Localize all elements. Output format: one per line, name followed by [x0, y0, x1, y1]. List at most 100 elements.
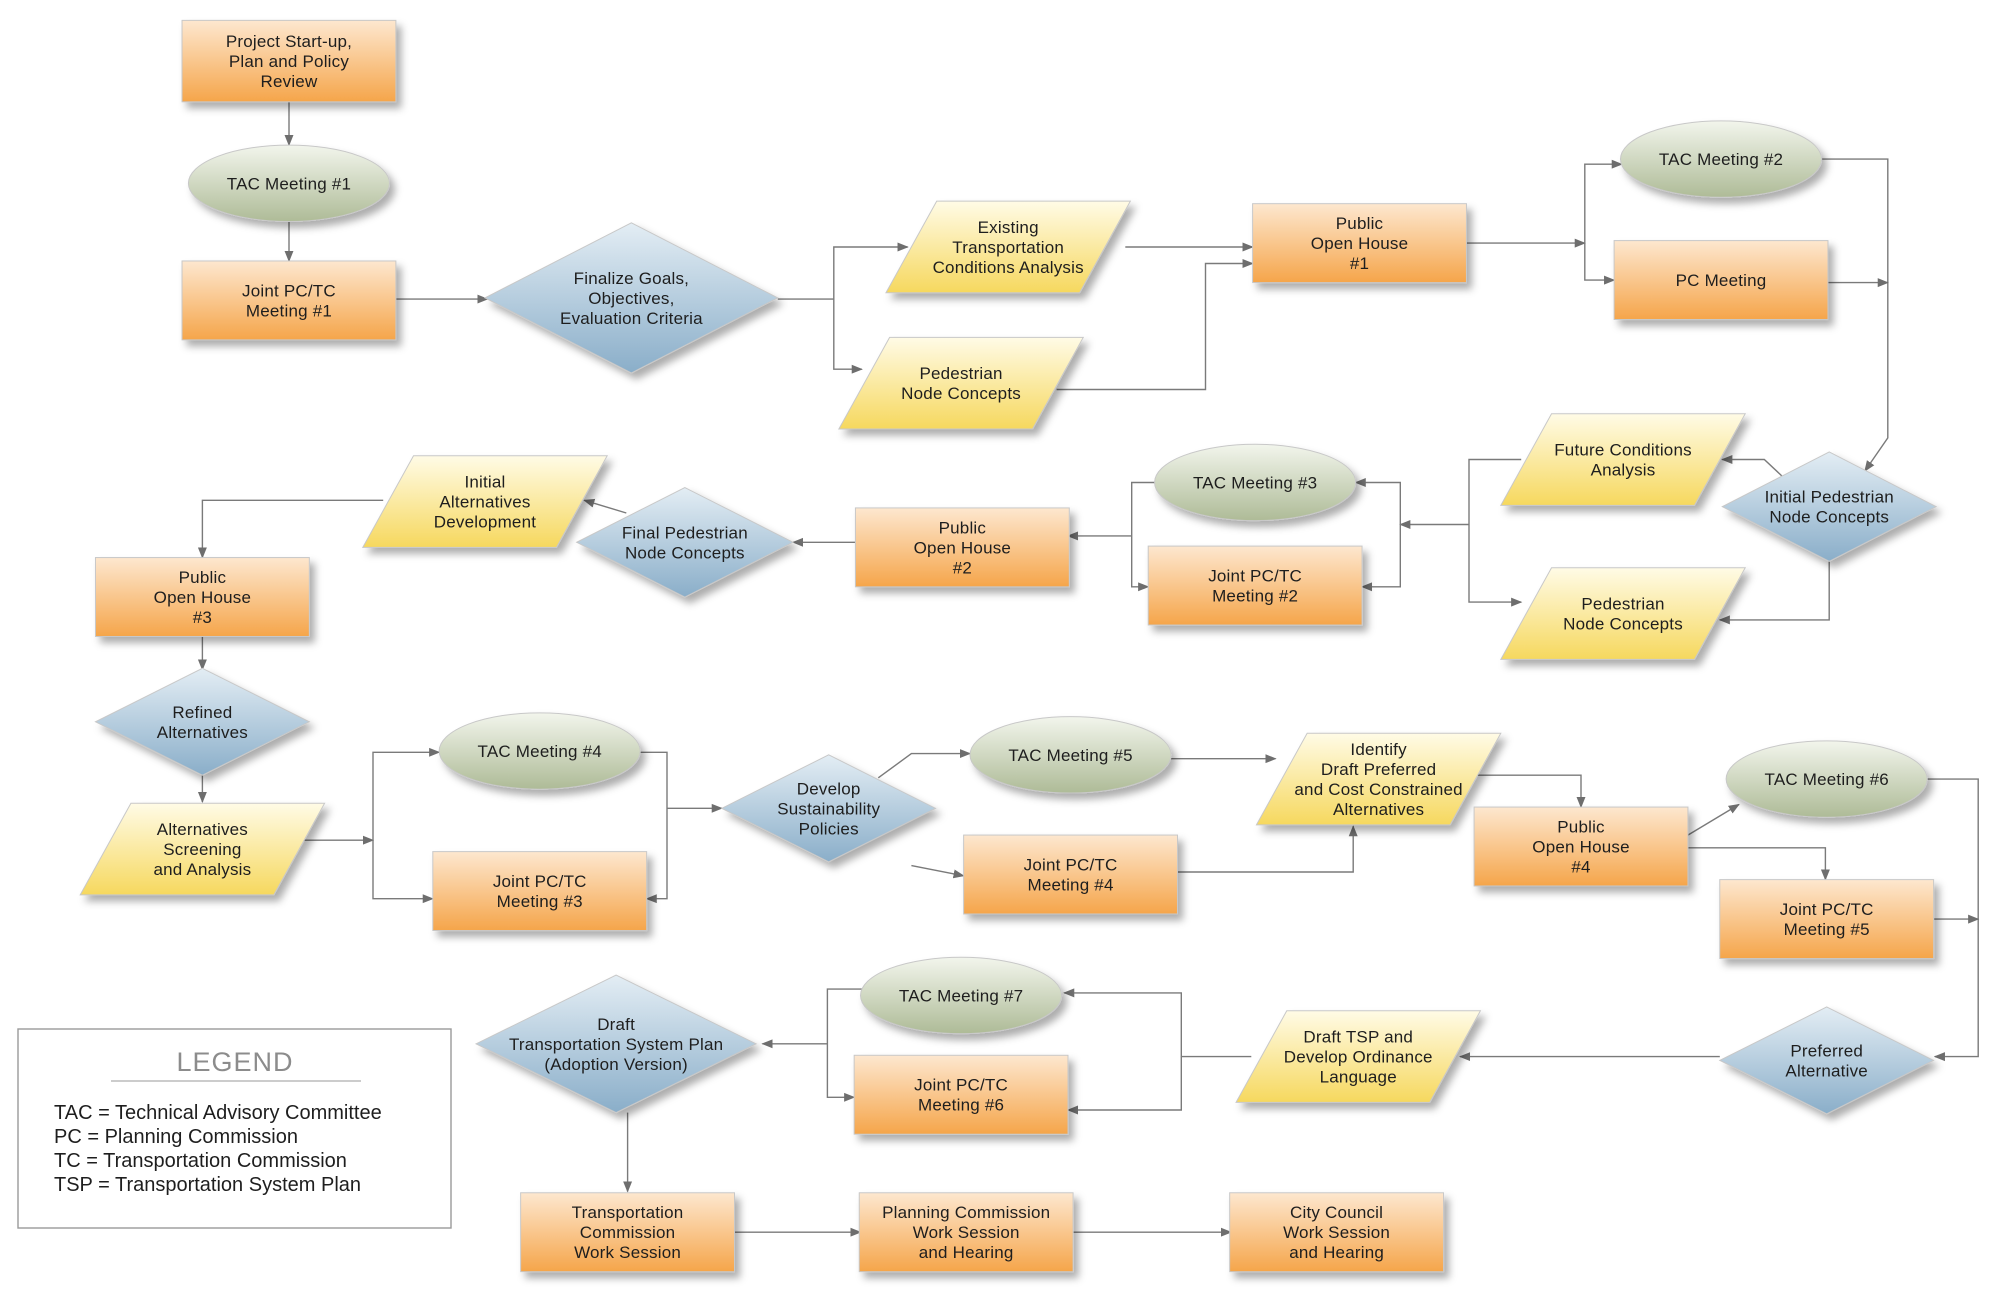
connector-arrow	[1066, 1056, 1182, 1115]
node-label-line: Public	[939, 518, 987, 537]
node-label-line: Transportation System Plan	[509, 1035, 723, 1054]
node-label: TAC Meeting #4	[478, 742, 602, 761]
data-parallelogram	[838, 336, 1085, 430]
node-label-line: #4	[1571, 858, 1590, 877]
node-label-line: #2	[953, 558, 972, 577]
node-label-line: Joint PC/TC	[1208, 567, 1302, 586]
connector-arrow	[636, 751, 668, 904]
connector-arrow	[1176, 825, 1358, 873]
node-label-line: Joint PC/TC	[1780, 900, 1874, 919]
node-label-line: Work Session	[1283, 1223, 1390, 1242]
node-label-line: Draft Preferred	[1321, 760, 1436, 779]
node-label-line: Public	[1336, 214, 1384, 233]
node-label-line: Draft TSP and	[1303, 1028, 1413, 1047]
node-ellipse-n21: TAC Meeting #4	[438, 712, 641, 790]
node-label-line: Meeting #1	[246, 301, 332, 320]
node-label-line: TAC Meeting #2	[1659, 150, 1783, 169]
node-label-line: Sustainability	[777, 799, 880, 818]
node-label-line: Analysis	[1591, 461, 1656, 480]
connector-arrow	[1354, 478, 1401, 525]
node-label-line: Public	[179, 568, 227, 587]
node-label-line: Open House	[154, 588, 251, 607]
connector-arrow	[1131, 481, 1155, 592]
process-box	[94, 557, 310, 637]
legend-box	[17, 1028, 452, 1229]
node-label-line: Meeting #4	[1027, 876, 1113, 895]
decision-diamond	[1718, 1006, 1935, 1115]
node-label-line: TAC Meeting #3	[1193, 473, 1317, 492]
node-label-line: and Cost Constrained	[1294, 780, 1462, 799]
decision-diamond	[575, 486, 795, 598]
node-label-line: City Council	[1290, 1203, 1383, 1222]
node-label-line: Existing	[978, 218, 1039, 237]
node-label: Finalize Goals,Objectives,Evaluation Cri…	[560, 269, 703, 328]
node-label-line: Develop Ordinance	[1284, 1048, 1433, 1067]
node-ellipse-n28: TAC Meeting #6	[1725, 740, 1928, 818]
node-label-line: Project Start-up,	[226, 32, 352, 51]
node-label-line: TAC Meeting #4	[478, 742, 602, 761]
process-box	[1229, 1192, 1445, 1273]
process-box	[1719, 879, 1935, 960]
connector-arrow	[583, 498, 627, 514]
node-label-line: TAC Meeting #1	[227, 174, 351, 193]
node-label-line: Develop	[797, 779, 861, 798]
decision-diamond	[94, 667, 311, 776]
node-label-line: Identify	[1350, 740, 1407, 759]
node-rect-n9: PC Meeting	[1613, 240, 1829, 321]
connector-arrow	[833, 299, 863, 374]
meeting-ellipse	[1154, 443, 1357, 522]
node-label-line: Transportation	[952, 238, 1064, 257]
node-ellipse-n32: TAC Meeting #7	[860, 956, 1063, 1035]
node-label-line: Review	[260, 72, 317, 91]
node-label-line: TAC Meeting #6	[1765, 770, 1889, 789]
process-box	[432, 851, 648, 932]
node-label: PC Meeting	[1676, 271, 1767, 290]
process-box	[963, 834, 1178, 915]
node-label-line: Alternative	[1785, 1061, 1868, 1080]
data-parallelogram	[79, 802, 326, 896]
node-label-line: Transportation	[572, 1203, 684, 1222]
node-ellipse-n8: TAC Meeting #2	[1619, 120, 1823, 198]
legend-entry: TSP = Transportation System Plan	[54, 1174, 361, 1196]
node-ellipse-n2: TAC Meeting #1	[187, 144, 391, 222]
connector-arrow	[1063, 988, 1252, 1058]
connector-arrow	[1584, 243, 1616, 285]
node-label-line: Open House	[1311, 234, 1408, 253]
connector-arrow	[1476, 774, 1586, 809]
connector-arrow	[911, 864, 965, 879]
decision-diamond	[483, 222, 779, 374]
process-box	[1473, 806, 1689, 887]
process-box	[181, 19, 397, 103]
process-box	[853, 1054, 1069, 1135]
meeting-ellipse	[1725, 740, 1928, 818]
decision-diamond	[1721, 451, 1938, 562]
